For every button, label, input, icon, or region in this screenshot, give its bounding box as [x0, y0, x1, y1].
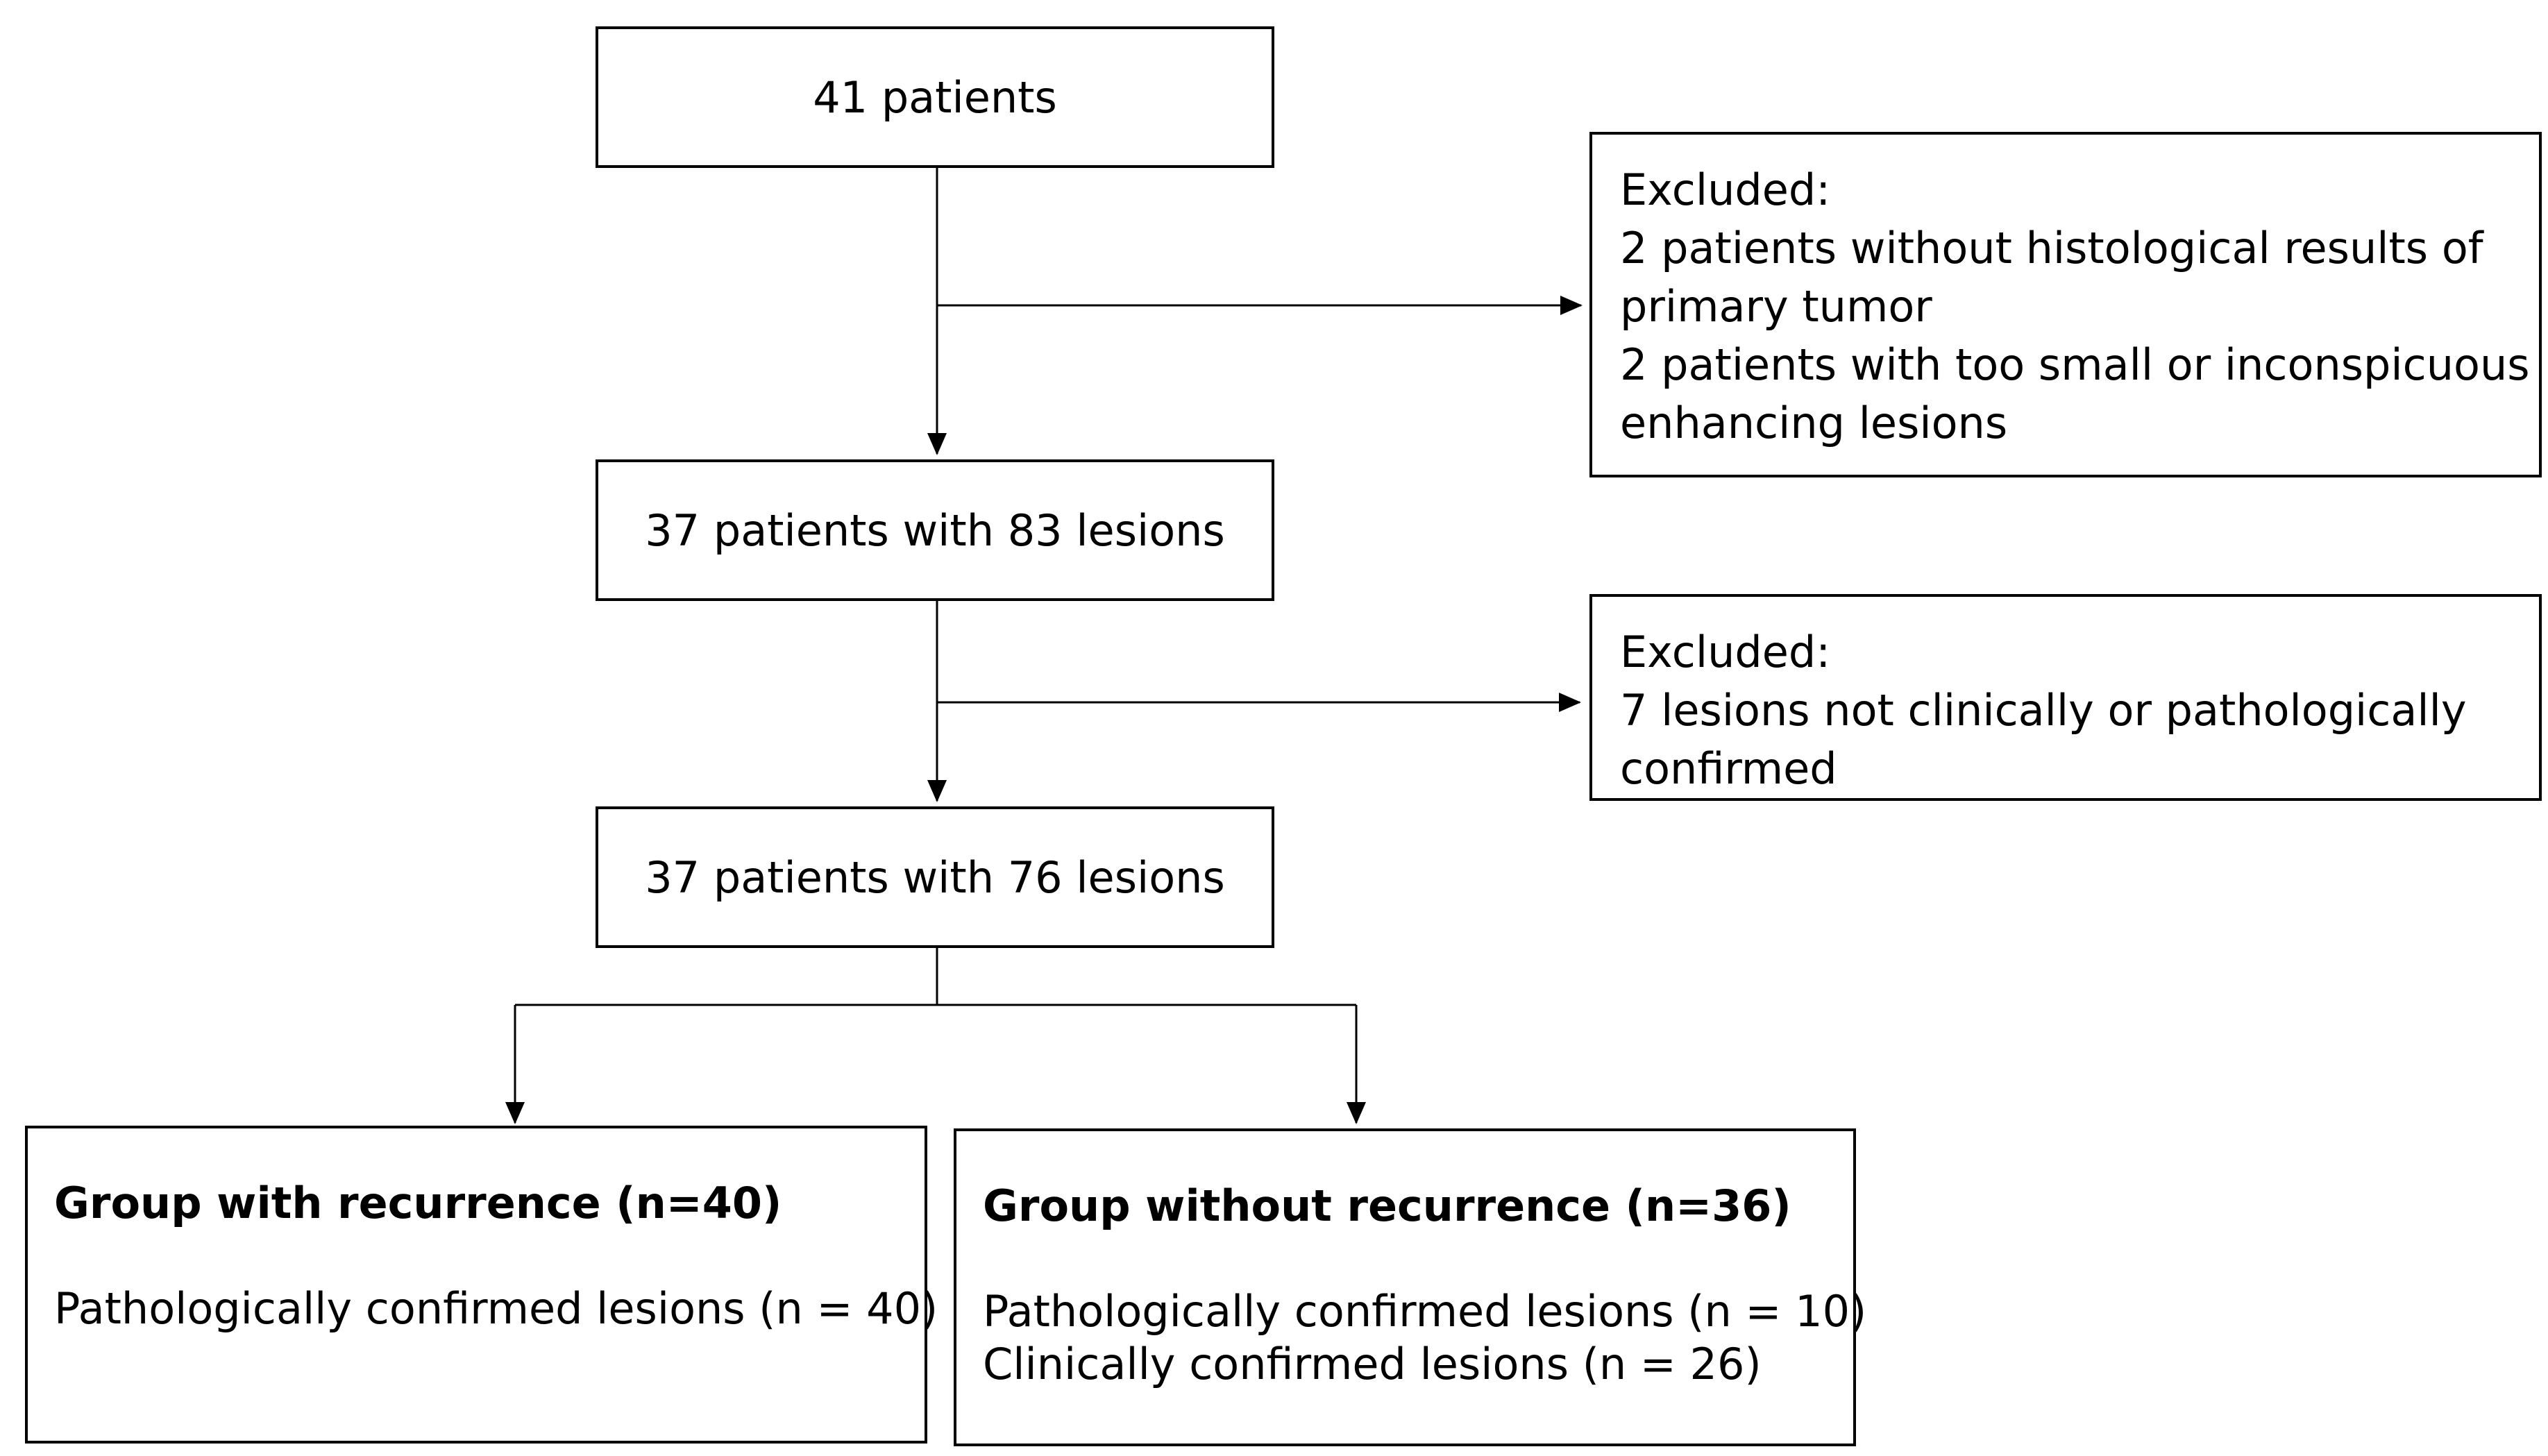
step2-box: 37 patients with 83 lesions: [596, 459, 1274, 601]
group-recurrence-title: Group with recurrence (n=40): [54, 1178, 782, 1228]
step3-box: 37 patients with 76 lesions: [596, 806, 1274, 948]
exclusion-1-line: 2 patients with too small or inconspicuo…: [1620, 339, 2530, 390]
exclusion-2-heading: Excluded:: [1620, 627, 1831, 677]
exclusion-1-heading: Excluded:: [1620, 164, 1831, 215]
group-no-recurrence-box: Group without recurrence (n=36) Patholog…: [954, 1128, 1867, 1446]
exclusion-2-line: 7 lesions not clinically or pathological…: [1620, 685, 2467, 736]
group-no-recurrence-line: Pathologically confirmed lesions (n = 10…: [983, 1286, 1867, 1337]
exclusion-1-line: 2 patients without histological results …: [1620, 223, 2483, 273]
group-no-recurrence-line: Clinically confirmed lesions (n = 26): [983, 1339, 1762, 1389]
exclusion-box-2: Excluded: 7 lesions not clinically or pa…: [1589, 594, 2542, 801]
step2-label: 37 patients with 83 lesions: [645, 505, 1225, 556]
start-label: 41 patients: [813, 71, 1057, 123]
group-recurrence-box: Group with recurrence (n=40) Pathologica…: [25, 1126, 938, 1444]
exclusion-1-line: enhancing lesions: [1620, 398, 2008, 448]
group-no-recurrence-title: Group without recurrence (n=36): [983, 1180, 1791, 1231]
start-box: 41 patients: [596, 26, 1274, 168]
exclusion-box-1: Excluded: 2 patients without histologica…: [1589, 132, 2542, 477]
step3-label: 37 patients with 76 lesions: [645, 852, 1225, 903]
exclusion-1-line: primary tumor: [1620, 281, 1932, 332]
group-recurrence-line: Pathologically confirmed lesions (n = 40…: [54, 1283, 938, 1334]
exclusion-2-line: confirmed: [1620, 743, 1837, 794]
